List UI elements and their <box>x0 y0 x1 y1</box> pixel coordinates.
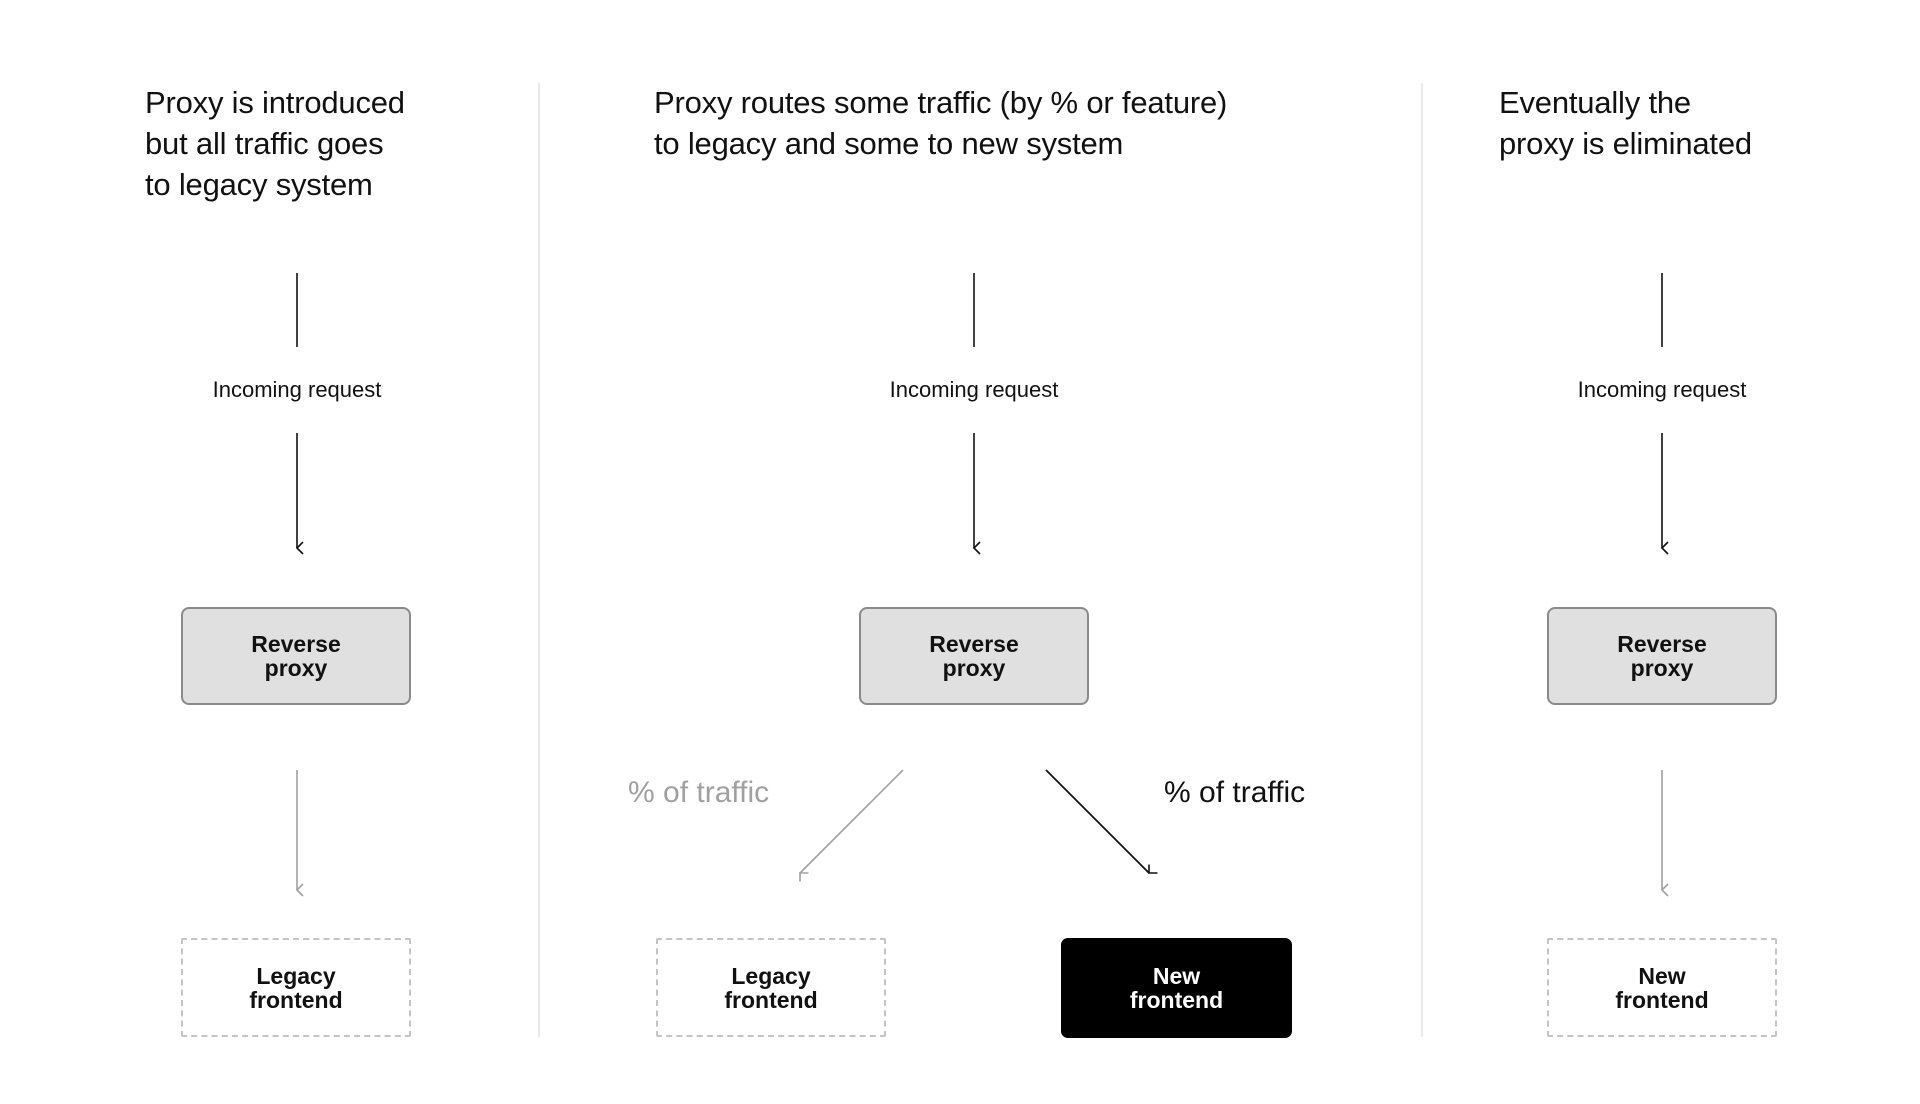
reverse-proxy-box: Reverse proxy <box>1547 607 1777 705</box>
column-1-title: Proxy is introduced but all traffic goes… <box>145 85 405 202</box>
arrow-to-legacy <box>799 769 904 882</box>
new-frontend-box: New frontend <box>1547 938 1777 1037</box>
incoming-request-label: Incoming request <box>1577 377 1747 402</box>
reverse-proxy-box: Reverse proxy <box>859 607 1089 705</box>
legacy-traffic-label: % of traffic <box>628 776 770 809</box>
new-traffic-label: % of traffic <box>1164 776 1306 809</box>
column-3-title: Eventually the proxy is eliminated <box>1499 85 1752 161</box>
incoming-request-label: Incoming request <box>889 377 1059 402</box>
incoming-request-label: Incoming request <box>212 377 382 402</box>
legacy-frontend-box: Legacy frontend <box>656 938 886 1037</box>
reverse-proxy-box: Reverse proxy <box>181 607 411 705</box>
column-2-title: Proxy routes some traffic (by % or featu… <box>654 85 1228 161</box>
legacy-frontend-box: Legacy frontend <box>181 938 411 1037</box>
new-frontend-box: New frontend <box>1061 938 1292 1038</box>
arrow-to-new <box>1045 769 1158 874</box>
